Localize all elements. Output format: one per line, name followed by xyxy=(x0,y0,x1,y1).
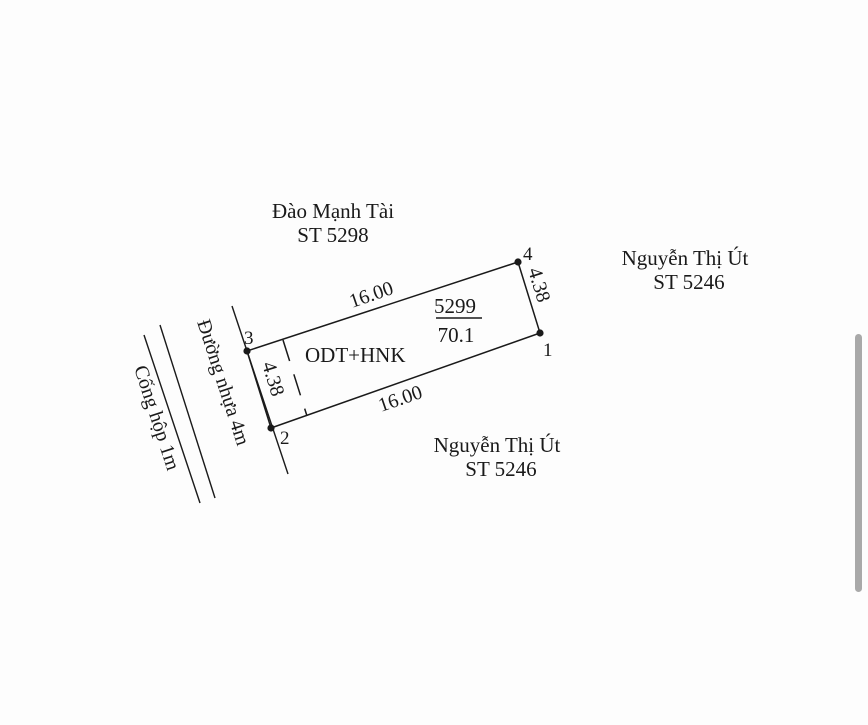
vertex-3-label: 3 xyxy=(244,328,254,349)
vertex-2-label: 2 xyxy=(280,428,290,449)
neighbor-south-owner: Nguyễn Thị Út xyxy=(434,433,561,457)
edge-top-length: 16.00 xyxy=(346,277,396,312)
neighbor-north-owner: Đào Mạnh Tài xyxy=(272,199,394,223)
parcel-number: 5299 xyxy=(434,294,476,318)
road-edge-line xyxy=(231,305,289,475)
vertex-1-label: 1 xyxy=(543,340,553,361)
parcel-area: 70.1 xyxy=(438,323,475,347)
neighbor-east-owner: Nguyễn Thị Út xyxy=(622,246,749,270)
land-use-code: ODT+HNK xyxy=(305,343,406,367)
road-lines xyxy=(143,305,289,504)
vertex-4-label: 4 xyxy=(523,244,533,265)
edge-bottom-length: 16.00 xyxy=(375,381,425,416)
setback-dashed-line xyxy=(282,339,308,417)
vertical-scrollbar[interactable] xyxy=(855,334,862,592)
edge-right-length: 4.38 xyxy=(523,265,554,305)
vertex-4-dot xyxy=(514,258,522,266)
vertex-markers xyxy=(243,258,544,432)
road-culvert-label: Cống hộp 1m xyxy=(129,363,184,474)
culvert-edge-line xyxy=(143,334,201,504)
edge-left-length: 4.38 xyxy=(257,359,288,399)
vertex-2-dot xyxy=(267,424,275,432)
road-culvert-divider-line xyxy=(159,324,216,499)
vertex-3-dot xyxy=(243,347,251,355)
neighbor-north-parcel: ST 5298 xyxy=(297,223,368,247)
neighbor-east-parcel: ST 5246 xyxy=(653,270,724,294)
neighbor-south-parcel: ST 5246 xyxy=(465,457,536,481)
vertex-1-dot xyxy=(536,329,544,337)
